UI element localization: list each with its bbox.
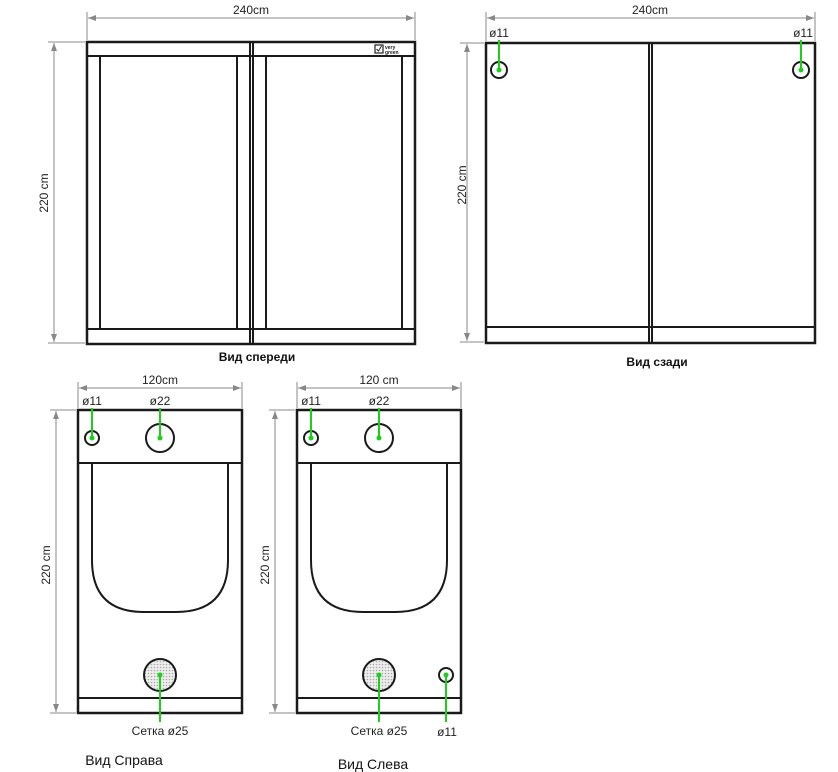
vent-hole-large xyxy=(145,408,175,453)
caption: Вид Справа xyxy=(85,752,163,768)
height-label: 220 cm xyxy=(39,545,53,584)
vent-hole-left xyxy=(490,40,508,79)
height-label: 220 cm xyxy=(37,173,51,212)
mesh-vent xyxy=(362,658,396,722)
height-label: 220 cm xyxy=(455,165,469,204)
hole-label: ø11 xyxy=(489,26,509,40)
width-label: 120cm xyxy=(142,373,178,387)
right-view: 120cm 220 cm ø11 ø22 Сетка ø25 Вид Справ… xyxy=(39,373,244,768)
mesh-label: Сетка ø25 xyxy=(132,724,189,738)
left-view: 120 cm 220 cm ø11 ø22 Сетка ø25 ø11 Вид … xyxy=(258,373,463,772)
hole-label: ø11 xyxy=(301,394,321,408)
mesh-vent xyxy=(143,658,177,722)
vent-hole-small xyxy=(84,408,100,446)
caption: Вид сзади xyxy=(626,355,687,369)
brand-logo: very green xyxy=(374,44,399,56)
tent-outline xyxy=(484,41,817,345)
hole-label: ø11 xyxy=(82,394,102,408)
vent-hole-small xyxy=(303,408,319,446)
vent-hole-large xyxy=(364,408,394,453)
back-view: 240cm 220 cm ø11 ø11 Вид сзади xyxy=(455,3,817,369)
front-view: 240cm 220 cm very green Вид спереди xyxy=(37,3,417,364)
width-label: 240cm xyxy=(632,3,668,17)
door-panel xyxy=(310,463,448,613)
door-panel xyxy=(91,463,229,613)
hole-label: ø11 xyxy=(793,26,813,40)
mesh-label: Сетка ø25 xyxy=(351,724,408,738)
height-label: 220 cm xyxy=(258,545,272,584)
hole-label: ø22 xyxy=(369,394,390,408)
svg-text:green: green xyxy=(385,50,399,56)
caption: Вид спереди xyxy=(219,350,296,364)
vent-hole-bottom xyxy=(438,667,454,722)
width-label: 120 cm xyxy=(359,373,398,387)
hole-label: ø11 xyxy=(437,725,457,739)
caption: Вид Слева xyxy=(338,756,409,772)
width-label: 240cm xyxy=(233,3,269,17)
hole-label: ø22 xyxy=(150,394,171,408)
svg-text:very: very xyxy=(385,45,396,51)
vent-hole-right xyxy=(792,40,810,79)
